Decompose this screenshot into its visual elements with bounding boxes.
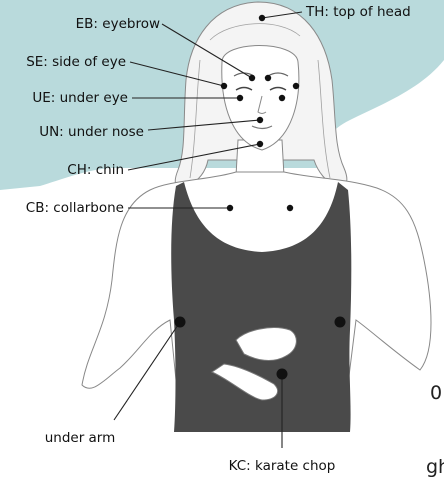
label-karate-chop: KC: karate chop: [229, 458, 336, 474]
point-side-of-eye: [221, 83, 227, 89]
point-eyebrow-right: [265, 75, 271, 81]
point-under-arm-left: [175, 317, 186, 328]
point-under-eye-right: [279, 95, 285, 101]
point-under-arm-right: [335, 317, 346, 328]
point-eyebrow: [249, 75, 255, 81]
point-karate-chop: [277, 369, 288, 380]
point-collarbone-right: [287, 205, 293, 211]
point-under-nose: [257, 117, 263, 123]
point-side-of-eye-right: [293, 83, 299, 89]
point-top-of-head: [259, 15, 265, 21]
point-chin: [257, 141, 263, 147]
label-top-of-head: TH: top of head: [305, 4, 411, 20]
point-collarbone-left: [227, 205, 233, 211]
label-eyebrow: EB: eyebrow: [76, 16, 160, 32]
label-collarbone: CB: collarbone: [26, 200, 124, 216]
label-chin: CH: chin: [67, 162, 124, 178]
point-under-eye: [237, 95, 243, 101]
label-side-of-eye: SE: side of eye: [26, 54, 126, 70]
label-under-eye: UE: under eye: [32, 90, 128, 106]
label-under-arm: under arm: [45, 430, 116, 446]
label-under-nose: UN: under nose: [39, 124, 144, 140]
